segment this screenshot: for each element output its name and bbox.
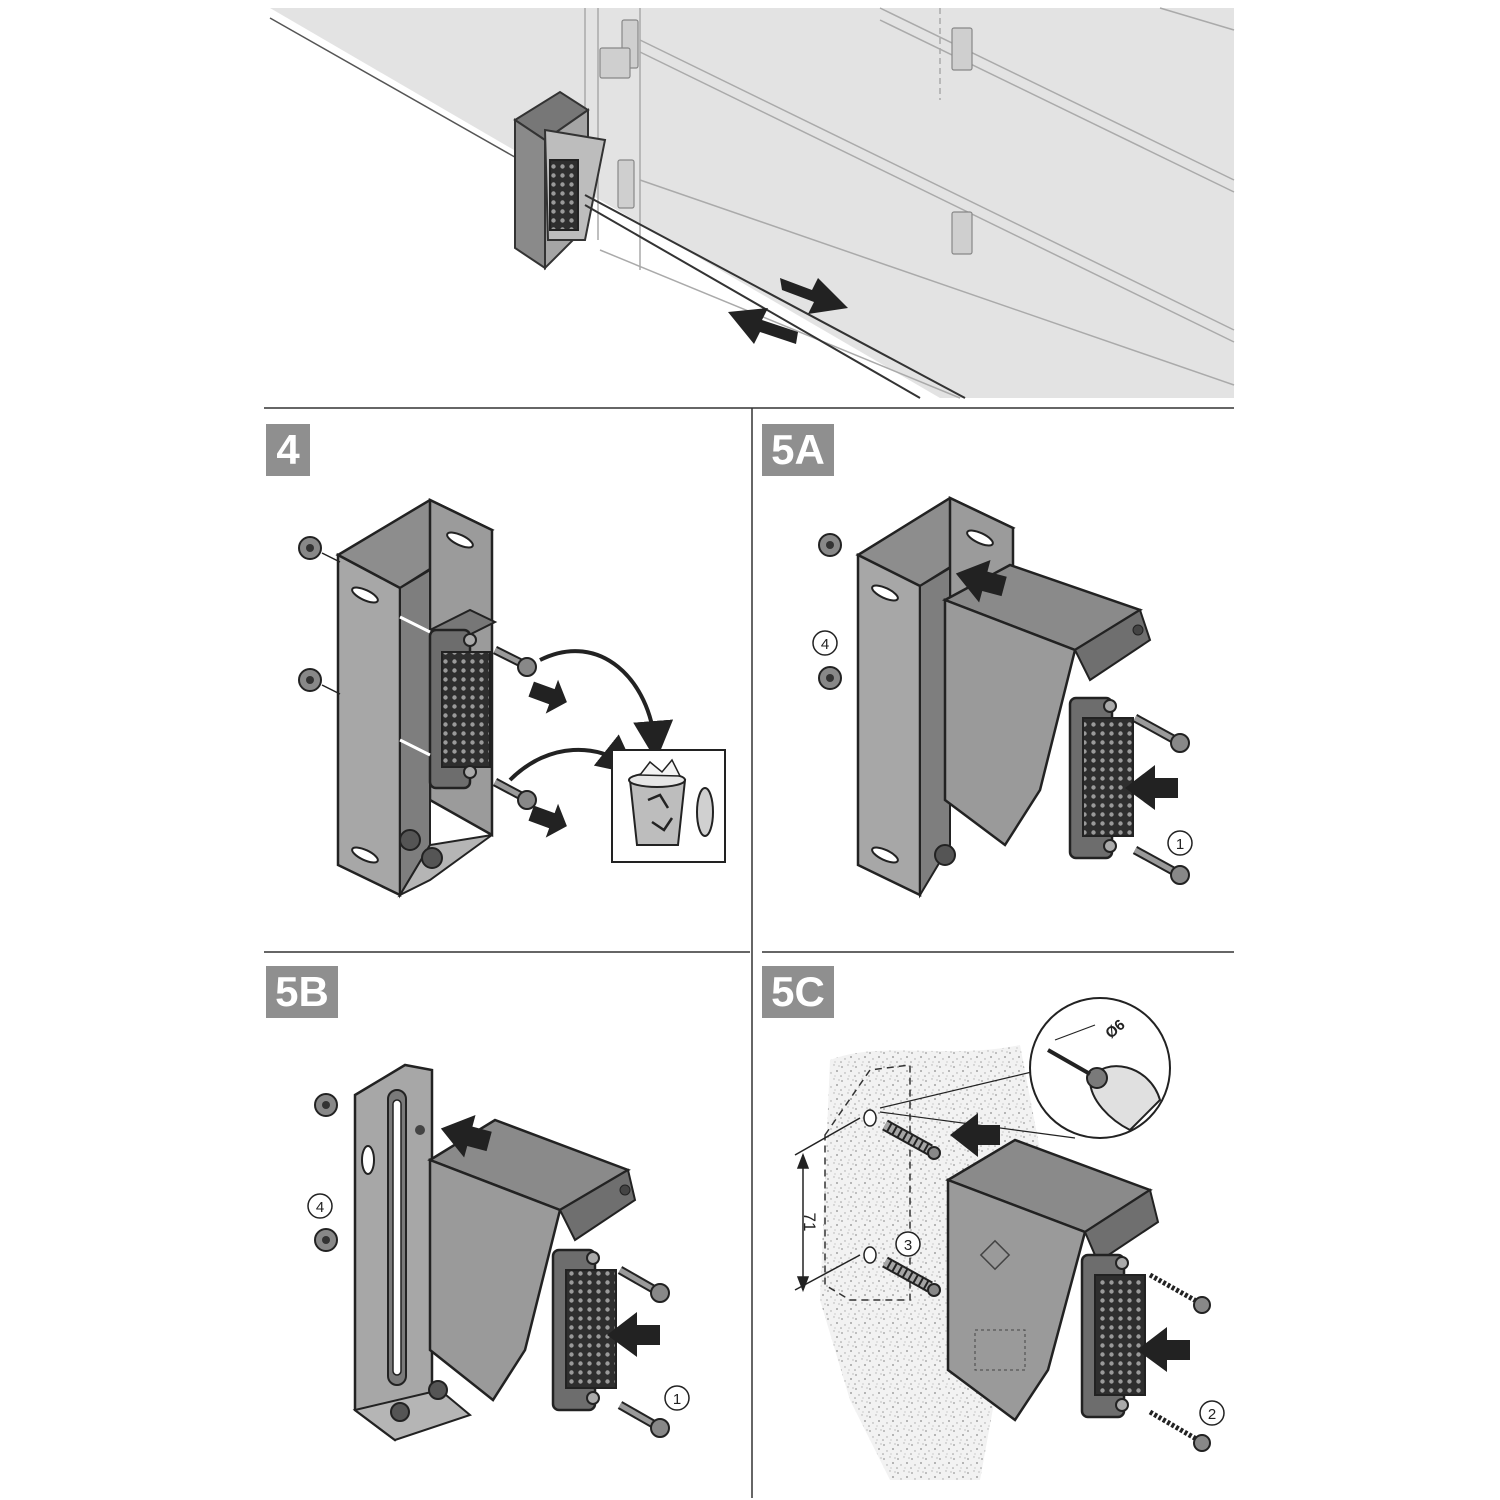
callout-circle-dowel xyxy=(895,1231,921,1257)
drill-template-outline xyxy=(824,1064,911,1301)
dimension-71-label: 71 xyxy=(800,1213,819,1232)
step-5b-badge: 5B xyxy=(266,966,338,1018)
step-5c-badge: 5C xyxy=(762,966,834,1018)
callout-circle-nuts xyxy=(307,1193,333,1219)
panel-step-5a: 4 1 xyxy=(812,496,1193,899)
remove-arrow-upper-icon xyxy=(528,679,567,714)
panel-step-4 xyxy=(298,498,726,899)
callout-circle-screw xyxy=(1199,1400,1225,1426)
wall-plug-lower-icon xyxy=(882,1256,941,1297)
discard-arrow-upper-icon xyxy=(539,649,674,761)
screw-lower-icon xyxy=(1132,846,1190,885)
screw-upper-icon xyxy=(492,645,537,677)
bracket-slots xyxy=(351,531,474,864)
callout-screw-label: 2 xyxy=(1208,1406,1216,1423)
drill-hole-upper xyxy=(863,1109,877,1127)
recycle-bin-icon xyxy=(628,758,714,846)
callout-dowel-label: 3 xyxy=(904,1237,912,1254)
mounted-reflector xyxy=(513,90,607,271)
callout-nuts-label: 4 xyxy=(821,636,829,653)
callout-circle-nuts xyxy=(812,630,838,656)
screw-lower-icon xyxy=(617,1401,670,1438)
push-arrow-reflector-icon xyxy=(1137,1327,1190,1372)
screw-upper-icon xyxy=(1132,714,1190,753)
bracket-side-plate xyxy=(336,552,402,897)
panel-dividers xyxy=(264,407,1234,1498)
callout-screw-label: 1 xyxy=(1176,836,1184,853)
screw-upper-icon xyxy=(617,1266,670,1303)
reflector-housing xyxy=(428,1158,562,1402)
garage-door-panel xyxy=(270,8,1234,398)
dimension-line xyxy=(794,1117,861,1293)
discard-arrow-lower-icon xyxy=(508,734,638,782)
screw-lower-icon xyxy=(492,778,537,810)
step-4-badge: 4 xyxy=(266,424,310,476)
callout-circle-screw xyxy=(1167,830,1193,856)
bracket-side-plate xyxy=(856,552,922,897)
panel-step-5c: 71 3 Ø6 xyxy=(794,997,1225,1480)
beam-return-arrow-icon xyxy=(728,308,798,344)
top-overview-scene xyxy=(269,7,1235,399)
wall-plug-upper-icon xyxy=(882,1119,941,1160)
panel-step-5b: 4 1 xyxy=(307,1063,690,1442)
reflector-housing xyxy=(946,1178,1087,1422)
bracket-foot xyxy=(397,834,493,898)
light-beam-line-return xyxy=(584,204,921,399)
floor-edge-line xyxy=(269,17,521,161)
callout-screw-label: 1 xyxy=(673,1391,681,1408)
push-arrow-plug-icon xyxy=(950,1113,1000,1157)
push-arrow-reflector-icon xyxy=(1125,765,1178,810)
beam-out-arrow-icon xyxy=(780,278,848,314)
remove-arrow-lower-icon xyxy=(528,803,567,838)
wood-screw-lower-icon xyxy=(1148,1409,1211,1452)
drill-hole-lower xyxy=(863,1246,877,1264)
drill-icon xyxy=(1047,1048,1162,1132)
step-5a-badge: 5A xyxy=(762,424,834,476)
reflector-housing xyxy=(943,598,1077,847)
push-arrow-housing-icon xyxy=(440,1115,492,1158)
door-section-lines xyxy=(584,7,1235,399)
push-arrow-reflector-icon xyxy=(607,1312,660,1357)
light-beam-line xyxy=(584,194,966,399)
door-hinges xyxy=(599,19,973,255)
wood-screw-upper-icon xyxy=(1148,1272,1211,1314)
callout-nuts-label: 4 xyxy=(316,1199,324,1216)
callout-circle-screw xyxy=(664,1385,690,1411)
push-arrow-housing-icon xyxy=(955,560,1007,603)
